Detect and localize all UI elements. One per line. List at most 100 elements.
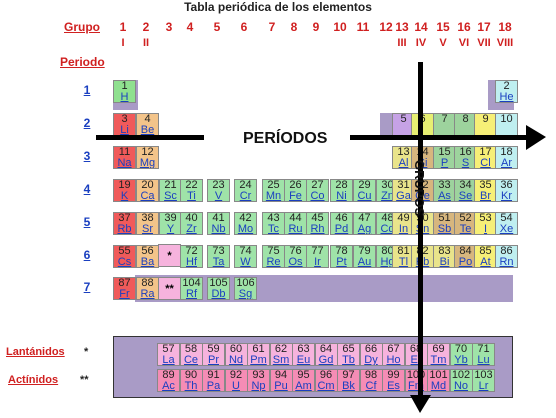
period-link-5[interactable]: 5: [83, 215, 91, 229]
element-symbol[interactable]: Os: [288, 256, 303, 268]
period-link-2[interactable]: 2: [83, 116, 91, 130]
element-symbol[interactable]: Hg: [380, 256, 395, 268]
element-symbol[interactable]: Cf: [365, 380, 377, 392]
element-symbol[interactable]: Th: [184, 380, 198, 392]
element-symbol[interactable]: He: [499, 91, 514, 103]
element-symbol[interactable]: Mo: [237, 223, 254, 235]
element-symbol[interactable]: Zr: [186, 223, 197, 235]
element-symbol[interactable]: Cs: [117, 256, 132, 268]
element-symbol[interactable]: Bk: [342, 380, 355, 392]
element-symbol[interactable]: La: [162, 354, 175, 366]
element-symbol[interactable]: At: [480, 256, 491, 268]
element-symbol[interactable]: H: [120, 91, 129, 103]
element-symbol[interactable]: Pt: [336, 256, 347, 268]
group-number-16[interactable]: 16: [457, 20, 471, 34]
element-symbol[interactable]: Se: [458, 190, 473, 202]
element-symbol[interactable]: Xe: [499, 223, 514, 235]
element-symbol[interactable]: Te: [459, 223, 472, 235]
element-symbol[interactable]: No: [453, 380, 469, 392]
element-symbol[interactable]: Pr: [208, 354, 219, 366]
element-symbol[interactable]: Np: [251, 380, 266, 392]
element-symbol[interactable]: Po: [458, 256, 473, 268]
period-link-4[interactable]: 4: [83, 182, 91, 196]
element-symbol[interactable]: U: [232, 380, 240, 392]
element-symbol[interactable]: Mg: [139, 157, 156, 169]
element-symbol[interactable]: Fr: [119, 288, 130, 300]
element-symbol[interactable]: Sr: [142, 223, 153, 235]
element-symbol[interactable]: Rn: [499, 256, 514, 268]
element-symbol[interactable]: Ba: [140, 256, 155, 268]
element-symbol[interactable]: Nd: [228, 354, 244, 366]
group-number-3[interactable]: 3: [165, 20, 173, 34]
element-symbol[interactable]: Ni: [336, 190, 347, 202]
element-symbol[interactable]: Ca: [140, 190, 155, 202]
element-symbol[interactable]: I: [483, 223, 488, 235]
group-number-10[interactable]: 10: [333, 20, 347, 34]
element-symbol[interactable]: Md: [430, 380, 447, 392]
group-number-17[interactable]: 17: [477, 20, 491, 34]
group-number-8[interactable]: 8: [290, 20, 298, 34]
group-number-15[interactable]: 15: [436, 20, 450, 34]
element-symbol[interactable]: Ru: [288, 223, 303, 235]
element-symbol[interactable]: Pu: [274, 380, 288, 392]
element-symbol[interactable]: Tm: [430, 354, 447, 366]
element-symbol[interactable]: Ti: [187, 190, 196, 202]
element-symbol[interactable]: S: [461, 157, 470, 169]
element-symbol[interactable]: Lr: [478, 380, 489, 392]
element-symbol[interactable]: Dy: [364, 354, 378, 366]
element-symbol[interactable]: Tl: [398, 256, 409, 268]
element-symbol[interactable]: Ir: [314, 256, 321, 268]
element-symbol[interactable]: As: [438, 190, 451, 202]
